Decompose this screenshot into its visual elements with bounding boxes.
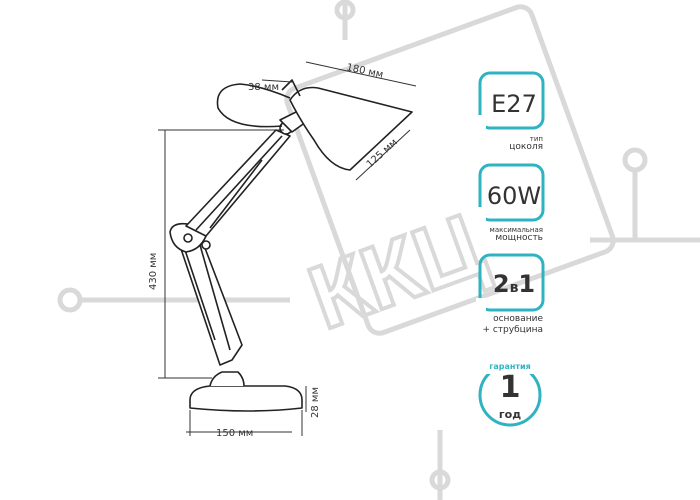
spec-label-small-combo: основание xyxy=(493,314,543,324)
dim-arm: 38 мм xyxy=(248,82,279,93)
lamp xyxy=(169,79,413,412)
lamp-cable xyxy=(216,83,291,128)
spec-value-combo: 2в1 xyxy=(482,270,546,298)
dim-height: 430 мм xyxy=(148,253,159,290)
lamp-base xyxy=(189,385,303,412)
spec-value-combo-a: 2 xyxy=(492,270,510,298)
warranty-top: гарантия xyxy=(489,362,531,371)
lamp-shade xyxy=(289,86,413,171)
spec-value-combo-c: 1 xyxy=(518,270,536,298)
dim-width-top: 180 мм xyxy=(345,62,384,81)
spec-label-small-power: максимальная xyxy=(489,226,543,234)
spec-label-power: мощность xyxy=(495,233,543,243)
dimension-lines xyxy=(158,61,417,436)
warranty-number: 1 xyxy=(499,370,521,405)
spec-label-socket: цоколя xyxy=(509,142,543,152)
spec-value-power: 60W xyxy=(486,182,542,210)
watermark xyxy=(57,0,700,500)
spec-value-combo-b: в xyxy=(509,280,519,296)
dim-base-width: 150 мм xyxy=(216,428,253,439)
spec-label-small-socket: тип xyxy=(529,135,543,143)
spec-value-socket: E27 xyxy=(491,90,537,118)
spec-label-combo: + струбцина xyxy=(482,325,543,335)
dim-base-height: 28 мм xyxy=(310,387,321,418)
warranty-unit: год xyxy=(498,408,522,421)
